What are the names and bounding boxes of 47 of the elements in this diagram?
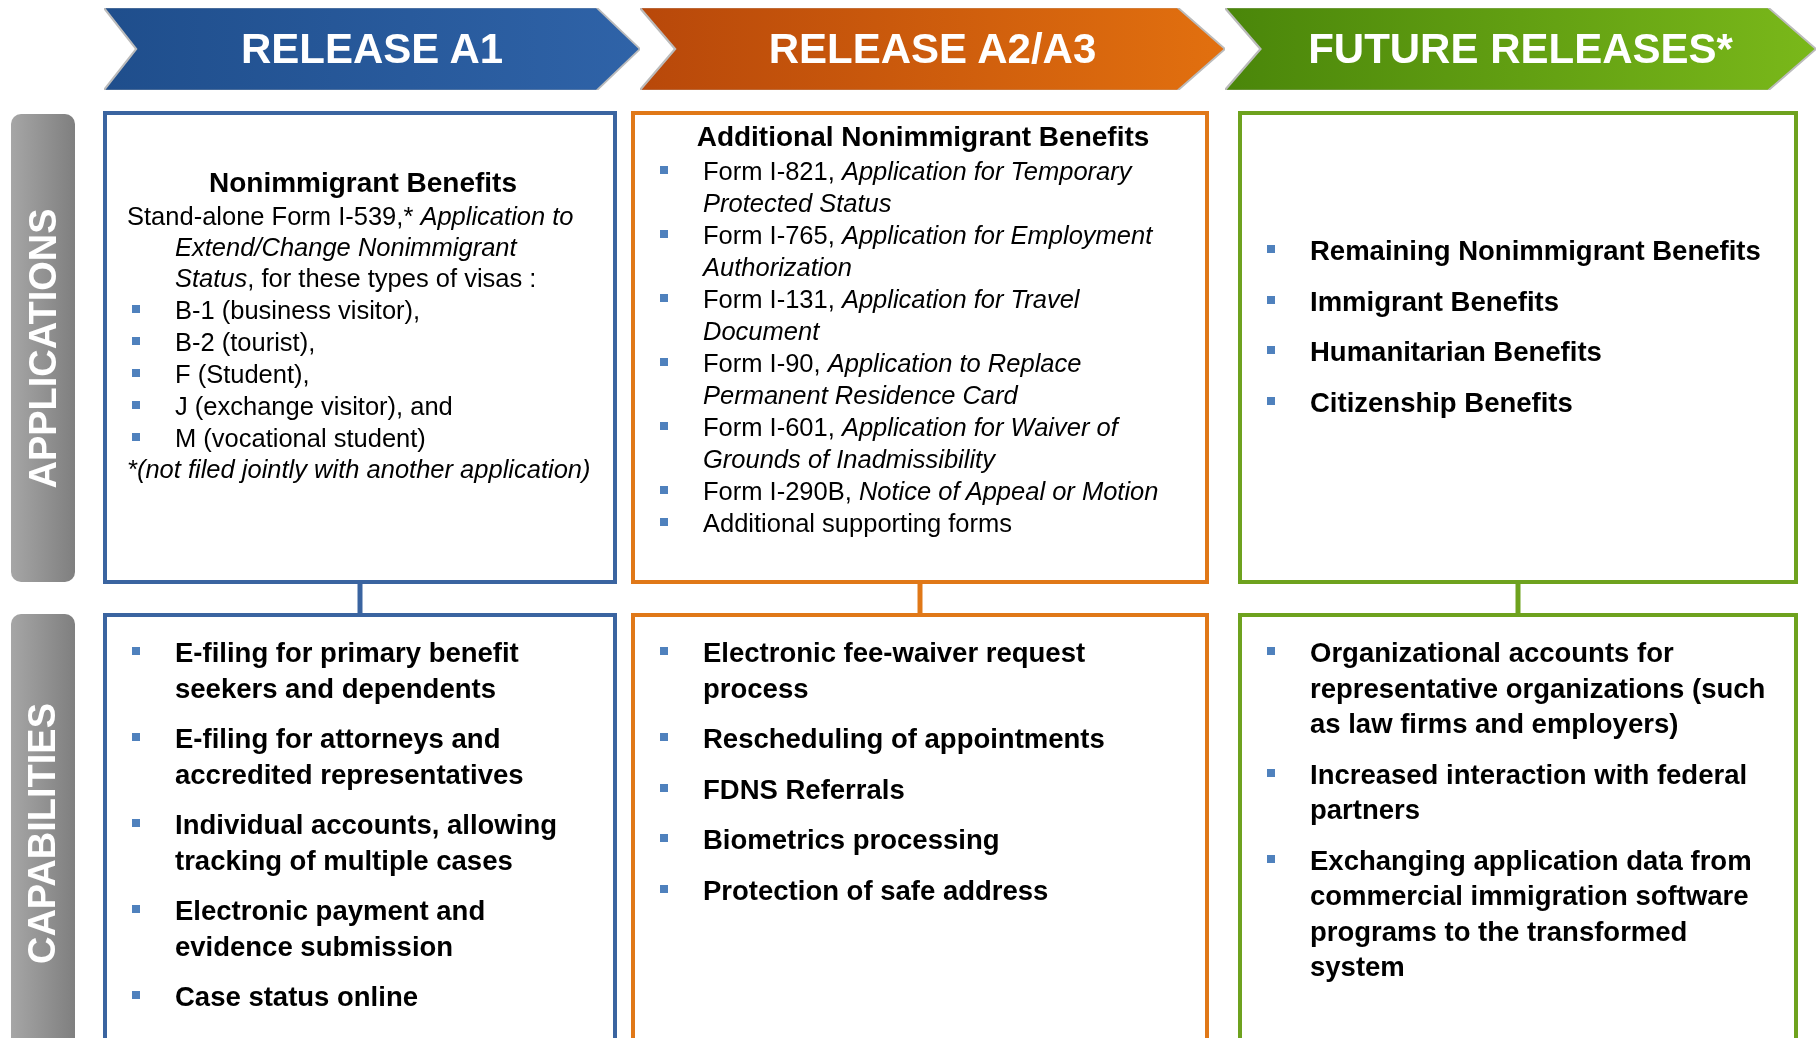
bullet-item: E-filing for primary benefit seekers and dependents (127, 635, 599, 706)
bullet-item: J (exchange visitor), and (127, 390, 599, 422)
bullet-item: Citizenship Benefits (1262, 384, 1780, 420)
row-label-tab: CAPABILITIES (10, 613, 76, 1038)
bullet-item: M (vocational student) (127, 422, 599, 454)
row-label-tab: APPLICATIONS (10, 113, 76, 583)
bullet-item: Form I-90, Application to Replace Permanent Residence Card (655, 347, 1191, 411)
bullet-item: Form I-131, Application for Travel Document (655, 283, 1191, 347)
bullet-item: Immigrant Benefits (1262, 283, 1780, 319)
bullet-item: E-filing for attorneys and accredited representatives (127, 721, 599, 792)
bullet-item: Increased interaction with federal partners (1262, 756, 1780, 828)
bullet-item: Case status online (127, 979, 599, 1015)
content-panel (1238, 613, 1798, 1038)
connector-line (917, 584, 923, 613)
bullet-item: B-2 (tourist), (127, 326, 599, 358)
bullet-item: Form I-765, Application for Employment Authorization (655, 219, 1191, 283)
bullet-item: Form I-290B, Notice of Appeal or Motion (655, 475, 1191, 507)
chevron-banner: FUTURE RELEASES* (1225, 8, 1816, 90)
bullet-item: Individual accounts, allowing tracking of multiple cases (127, 807, 599, 878)
bullet-item: Protection of safe address (655, 872, 1191, 908)
bullet-item: Remaining Nonimmigrant Benefits (1262, 233, 1780, 269)
chevron-banner: RELEASE A2/A3 (640, 8, 1225, 90)
panel-heading: Nonimmigrant Benefits (208, 166, 518, 200)
content-panel (103, 111, 617, 584)
chevron-banner: RELEASE A1 (104, 8, 640, 90)
connector-line (357, 584, 363, 613)
bullet-item: Rescheduling of appointments (655, 721, 1191, 757)
content-panel (1238, 111, 1798, 584)
bullet-item: Additional supporting forms (655, 507, 1191, 539)
bullet-item: Form I-821, Application for Temporary Protected Status (655, 155, 1191, 219)
panel-heading: Additional Nonimmigrant Benefits (695, 120, 1151, 154)
bullet-item: Humanitarian Benefits (1262, 334, 1780, 370)
bullet-item: Electronic fee-waiver request process (655, 635, 1191, 706)
footnote-text: *(not filed jointly with another application) (127, 454, 592, 485)
bullet-item: FDNS Referrals (655, 771, 1191, 807)
bullet-item: Electronic payment and evidence submission (127, 893, 599, 964)
content-panel (631, 613, 1209, 1038)
bullet-item: Biometrics processing (655, 822, 1191, 858)
connector-line (1515, 584, 1521, 613)
bullet-item: F (Student), (127, 358, 599, 390)
content-panel (103, 613, 617, 1038)
description-text: Stand-alone Form I-539,* Application to Extend/Change Nonimmigrant Status, for these types of visas : (127, 201, 575, 294)
bullet-item: Organizational accounts for representative organizations (such as law firms and employers) (1262, 635, 1780, 742)
bullet-item: Exchanging application data from commercial immigration software programs to the transformed system (1262, 842, 1780, 985)
bullet-item: B-1 (business visitor), (127, 294, 599, 326)
content-panel (631, 111, 1209, 584)
bullet-item: Form I-601, Application for Waiver of Grounds of Inadmissibility (655, 411, 1191, 475)
